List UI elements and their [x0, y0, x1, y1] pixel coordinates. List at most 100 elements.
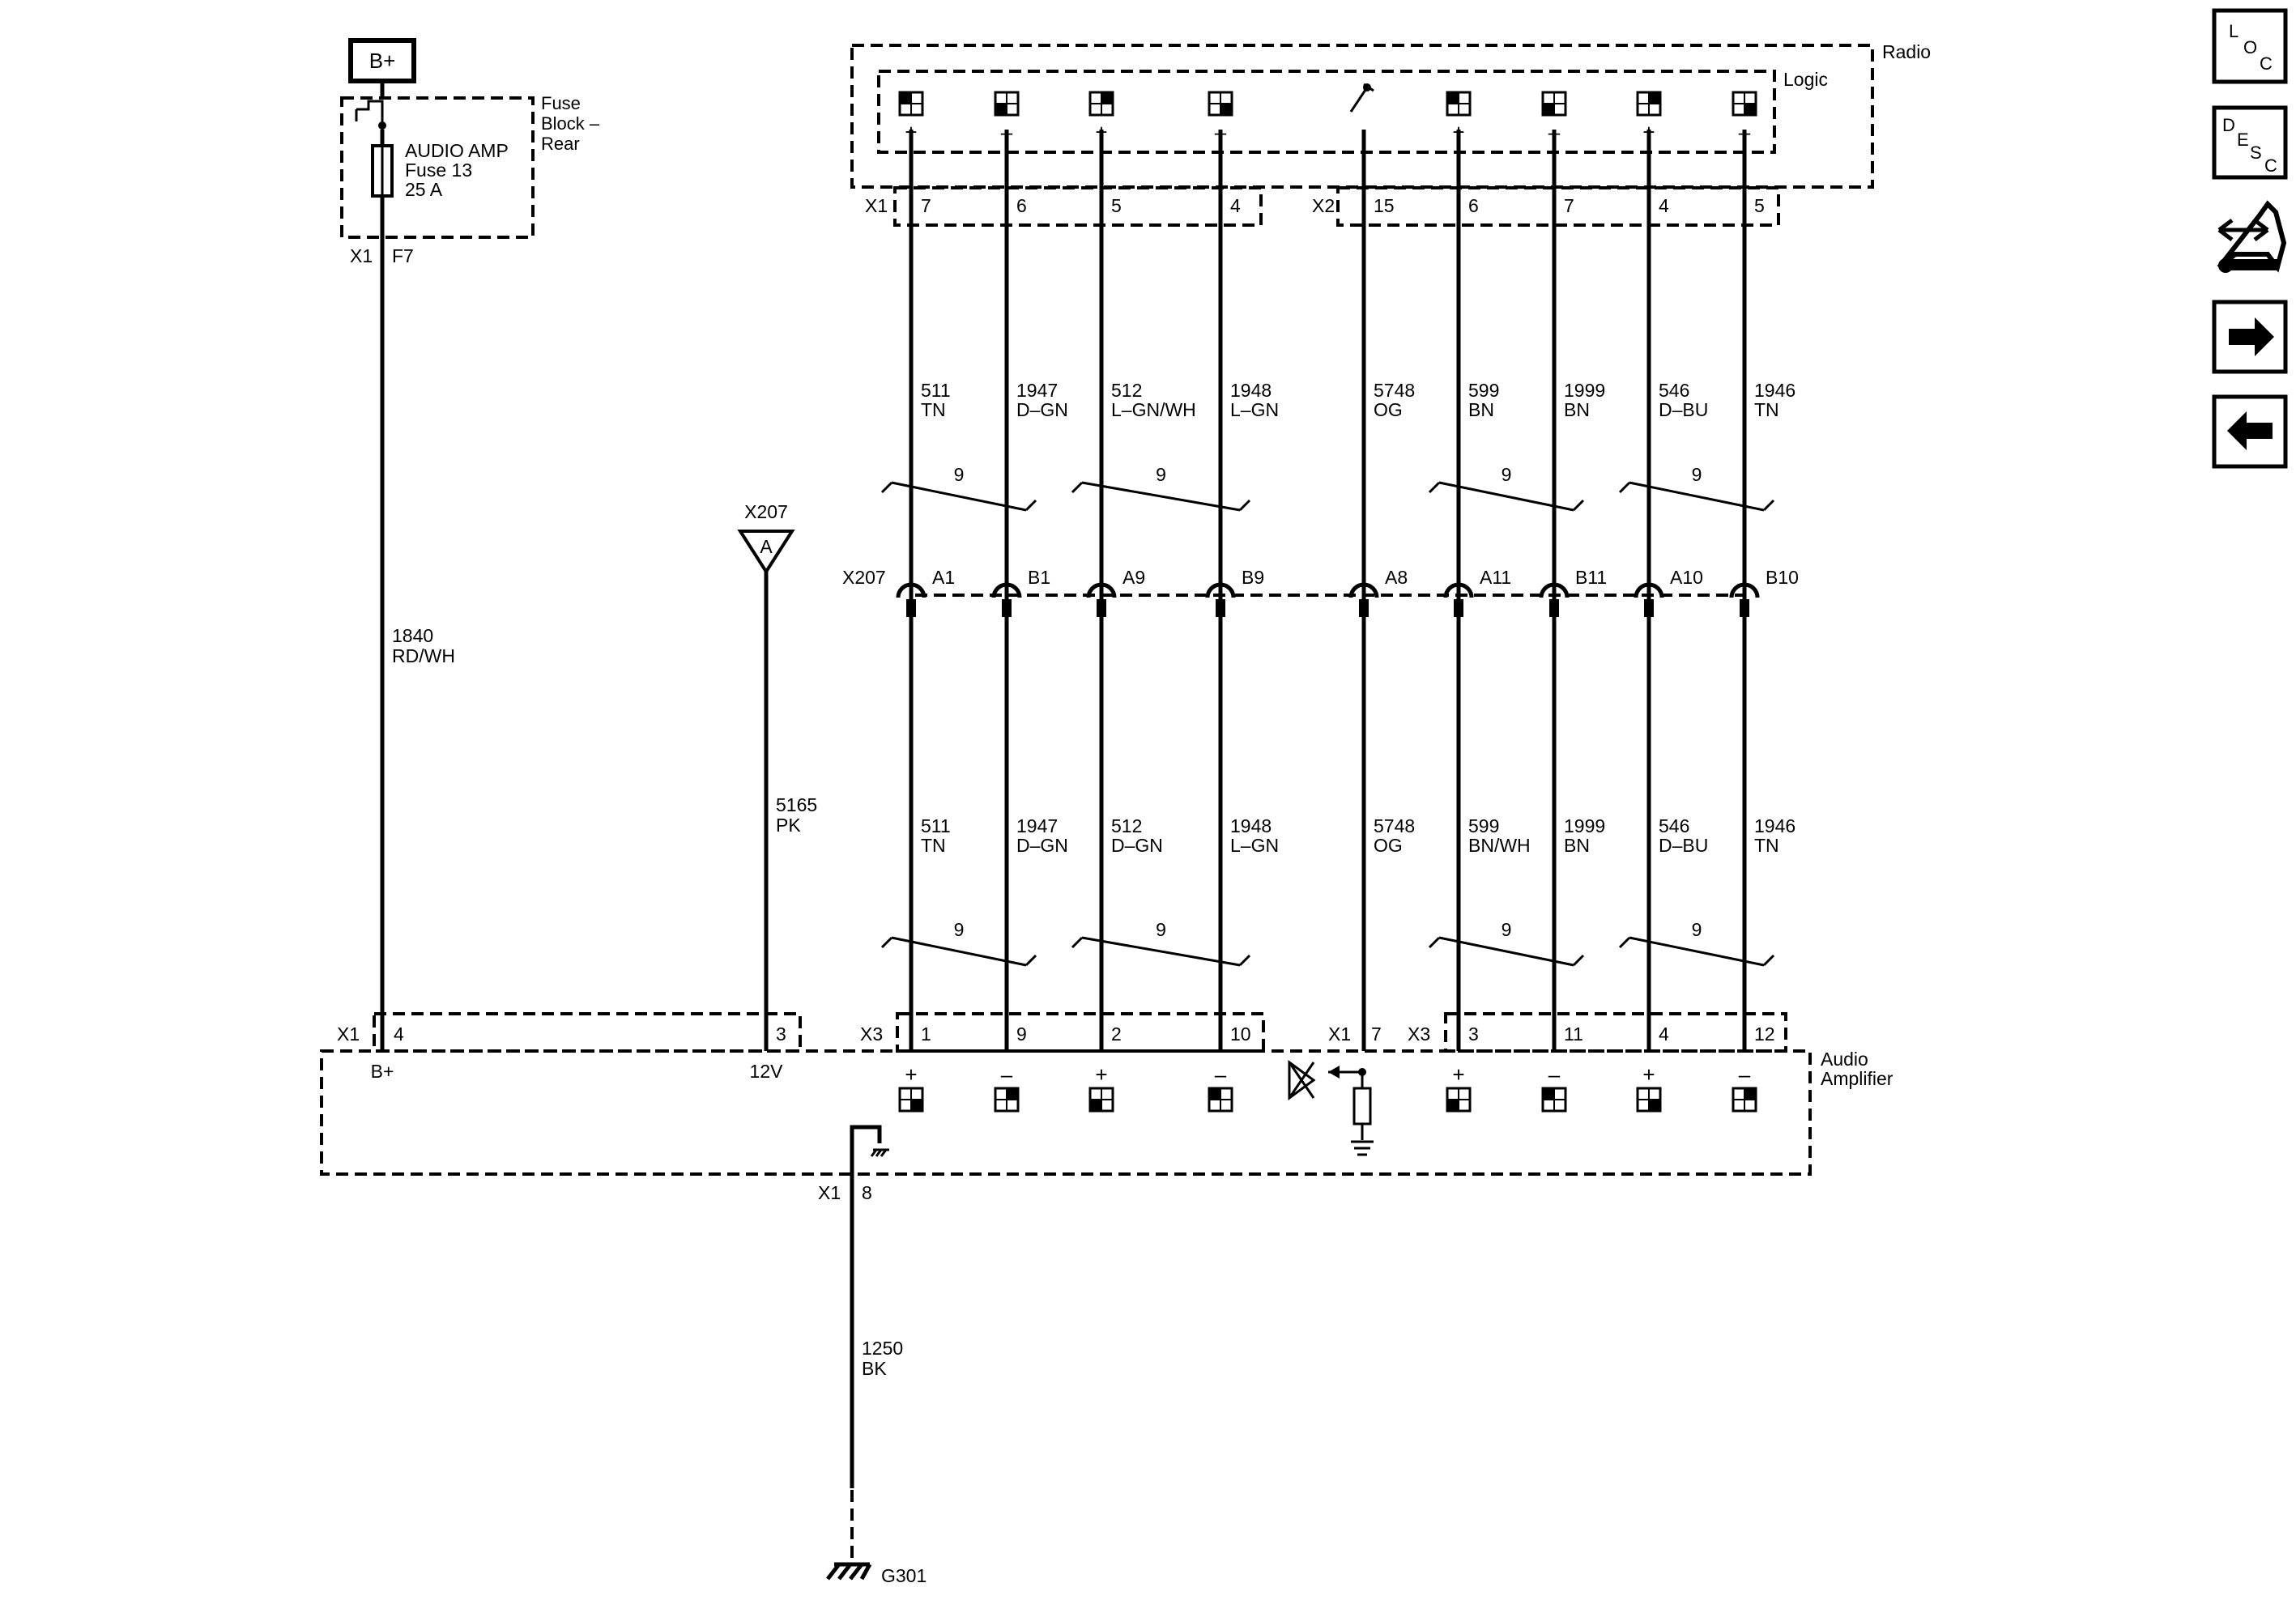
radio-terminal-6 [1541, 91, 1567, 117]
lower-wire-circuit-1: 1947 [1016, 815, 1058, 836]
amp-x3b-pin-1: 11 [1564, 1023, 1583, 1045]
amp-x1-name: X1 [337, 1023, 360, 1045]
radio-x2-pin-0: 15 [1374, 195, 1395, 216]
lower-wire-color-0: TN [921, 835, 946, 856]
location-view-button[interactable]: L O C [2212, 8, 2288, 84]
amp-x3a-pin-3: 10 [1230, 1023, 1251, 1045]
splice-name: X207 [744, 501, 788, 522]
amp-polarity-3: – [1215, 1062, 1227, 1087]
upper-wire-color-8: TN [1754, 399, 1779, 420]
inline-pin-arc-8 [1729, 582, 1760, 598]
upper-wire-circuit-2: 512 [1111, 380, 1142, 401]
loc-letter-c: C [2260, 53, 2273, 74]
twist-label-3-1: 9 [1692, 919, 1702, 940]
radio-terminal-1 [994, 91, 1020, 117]
twisted-pair-2-0 [1428, 481, 1585, 512]
desc-letter-s: S [2250, 143, 2262, 163]
inline-pin-arc-7 [1634, 582, 1664, 598]
inline-pin-arc-4 [1348, 582, 1379, 598]
twist-label-3-0: 9 [1692, 464, 1702, 485]
amp-x3a-pin-0: 1 [921, 1023, 931, 1045]
amp-terminal-7 [1636, 1087, 1662, 1113]
radio-terminal-2 [1088, 91, 1114, 117]
radio-x1-pin-1: 6 [1016, 195, 1027, 216]
radio-terminal-0 [898, 91, 924, 117]
amp-x3b-pin-0: 3 [1468, 1023, 1479, 1045]
fuse-connector-pin: F7 [392, 245, 414, 266]
amp-polarity-5: + [1452, 1062, 1464, 1087]
next-page-button[interactable] [2212, 300, 2288, 374]
fuse-number: Fuse 13 [405, 160, 472, 181]
next-arrow-icon [2229, 317, 2274, 356]
inline-pin-arc-0 [896, 582, 926, 598]
lower-wire-color-1: D–GN [1016, 835, 1068, 856]
amp-ground-conn-name: X1 [818, 1182, 841, 1203]
radio-x1-pin-0: 7 [921, 195, 931, 216]
radio-terminal-7 [1636, 91, 1662, 117]
amp-ground-bracket [850, 1125, 882, 1174]
inline-pin-arc-1 [991, 582, 1022, 598]
lower-wire-color-5: BN/WH [1468, 835, 1531, 856]
upper-wire-circuit-6: 1999 [1564, 380, 1605, 401]
amp-x3a-name: X3 [860, 1023, 883, 1045]
previous-page-button[interactable] [2212, 394, 2288, 469]
amp-terminal-5 [1446, 1087, 1472, 1113]
power-source-label: B+ [369, 49, 396, 73]
upper-wire-circuit-8: 1946 [1754, 380, 1795, 401]
amplifier-title-1: Audio [1821, 1049, 1868, 1070]
twisted-pair-3-1 [1618, 936, 1775, 967]
upper-wire-circuit-3: 1948 [1230, 380, 1272, 401]
amp-x3b-pin-3: 12 [1754, 1023, 1775, 1045]
amp-ground-hatch-icon [870, 1148, 889, 1157]
lower-wire-color-7: D–BU [1659, 835, 1708, 856]
radio-module [850, 44, 1874, 189]
amp-polarity-2: + [1095, 1062, 1107, 1087]
amp-polarity-8: – [1739, 1062, 1751, 1087]
pulldown-resistor [1352, 1087, 1372, 1126]
amp-terminal-3 [1208, 1087, 1233, 1113]
amp-polarity-7: + [1642, 1062, 1655, 1087]
radio-x1-connector [893, 186, 1263, 227]
lower-wire-circuit-6: 1999 [1564, 815, 1605, 836]
lower-wire-circuit-2: 512 [1111, 815, 1142, 836]
twist-label-2-1: 9 [1502, 919, 1512, 940]
radio-x1-pin-2: 5 [1111, 195, 1122, 216]
amp-internal-ground-icon [1351, 1140, 1374, 1156]
upper-wire-circuit-1: 1947 [1016, 380, 1058, 401]
radio-x2-pin-2: 7 [1564, 195, 1574, 216]
upper-wire-color-2: L–GN/WH [1111, 399, 1196, 420]
inline-pin-arc-3 [1205, 582, 1236, 598]
upper-wire-color-0: TN [921, 399, 946, 420]
twist-label-2-0: 9 [1502, 464, 1512, 485]
twisted-pair-0-0 [880, 481, 1037, 512]
upper-wire-color-5: BN [1468, 399, 1494, 420]
amp-terminal-6 [1541, 1087, 1567, 1113]
amp-x3b-connector [1444, 1012, 1787, 1053]
fuse-block-label-3: Rear [541, 134, 580, 154]
fuse-rating: 25 A [405, 179, 443, 200]
lower-wire-color-4: OG [1374, 835, 1403, 856]
inline-pin-5: A11 [1480, 567, 1511, 588]
upper-wire-color-3: L–GN [1230, 399, 1279, 420]
twist-label-0-1: 9 [954, 919, 965, 940]
amp-polarity-1: – [1001, 1062, 1013, 1087]
radio-x1-name: X1 [865, 195, 888, 216]
amp-terminal-2 [1088, 1087, 1114, 1113]
lower-wire-circuit-3: 1948 [1230, 815, 1272, 836]
twisted-pair-1-1 [1071, 936, 1251, 967]
amplifier-title-2: Amplifier [1821, 1068, 1893, 1089]
inline-pin-0: A1 [932, 567, 955, 588]
amp-x3b-pin-2: 4 [1659, 1023, 1669, 1045]
lower-wire-circuit-4: 5748 [1374, 815, 1415, 836]
connector-end-view-icon[interactable] [2217, 200, 2287, 273]
radio-x2-connector [1336, 186, 1780, 227]
inline-pin-6: B11 [1575, 567, 1607, 588]
amp-polarity-6: – [1548, 1062, 1561, 1087]
twisted-pair-0-1 [880, 936, 1037, 967]
description-view-button[interactable]: D E S C [2212, 105, 2288, 180]
upper-wire-color-6: BN [1564, 399, 1590, 420]
audio-amplifier-module [320, 1049, 1812, 1176]
radio-x2-pin-3: 4 [1659, 195, 1669, 216]
fuse-connector-name: X1 [350, 245, 373, 266]
